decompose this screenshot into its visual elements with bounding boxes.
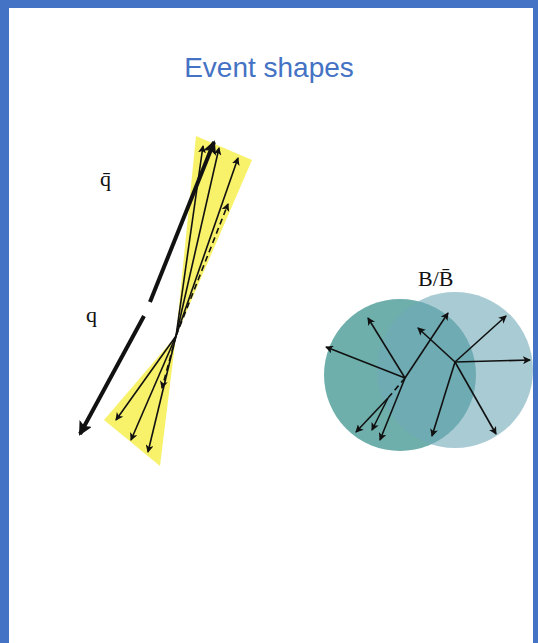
frame-left [0,0,9,643]
frame-top [0,0,538,8]
frame-right [533,0,538,643]
dijet-figure [80,136,252,466]
slide-title: Event shapes [0,52,538,84]
quark-label: q [86,302,97,328]
antiquark-label: q̄ [100,166,111,192]
b-meson-figure [324,292,533,451]
meson-label: B/B̄ [418,266,453,292]
